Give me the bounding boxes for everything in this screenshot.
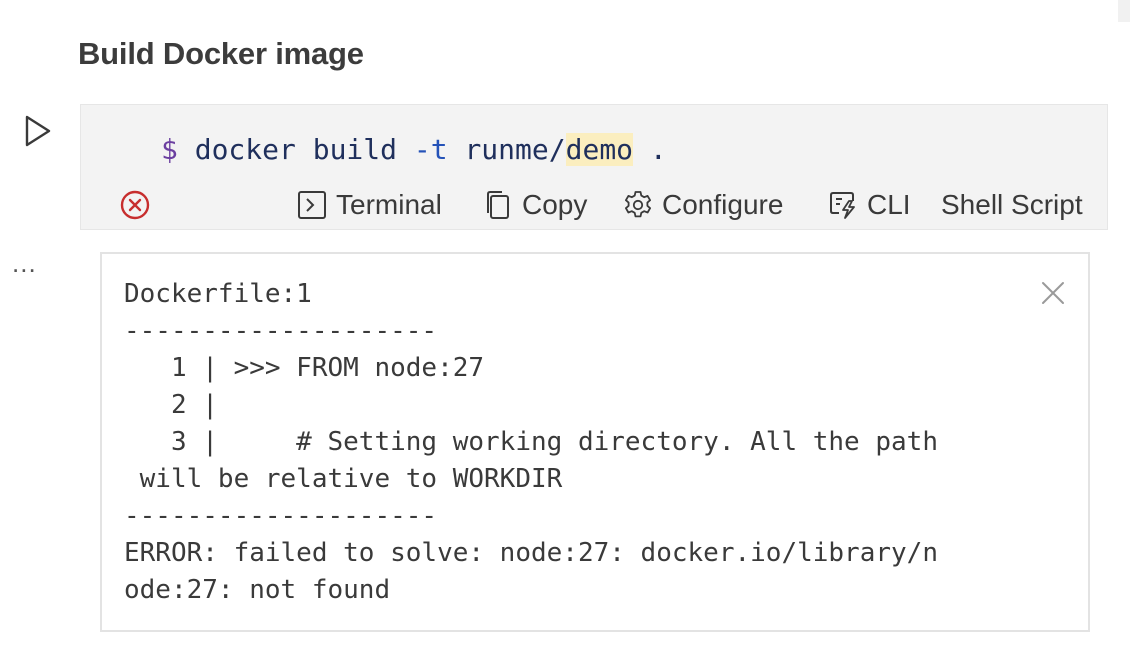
- cli-label: CLI: [867, 189, 911, 220]
- close-output-button[interactable]: [1040, 280, 1066, 306]
- play-icon: [25, 115, 51, 147]
- language-selector[interactable]: Shell Script: [941, 183, 1083, 227]
- code-line[interactable]: $ docker build -t runme/demo .: [161, 130, 667, 170]
- output-line: --------------------: [124, 316, 438, 346]
- command-flag: -t: [413, 133, 448, 166]
- command-text-end: .: [633, 133, 667, 166]
- copy-button[interactable]: Copy: [482, 183, 587, 227]
- run-cell-button[interactable]: [20, 114, 54, 148]
- language-label: Shell Script: [941, 189, 1083, 220]
- error-status-icon[interactable]: [119, 189, 151, 221]
- code-cell[interactable]: $ docker build -t runme/demo . Terminal …: [80, 104, 1108, 230]
- configure-button[interactable]: Configure: [622, 183, 783, 227]
- output-line: ode:27: not found: [124, 575, 391, 605]
- cli-button[interactable]: CLI: [827, 183, 911, 227]
- output-line: will be relative to WORKDIR: [124, 464, 563, 494]
- output-line: Dockerfile:1: [124, 279, 312, 309]
- terminal-icon: [298, 191, 326, 219]
- close-icon: [1042, 282, 1064, 304]
- command-text: docker build: [177, 133, 414, 166]
- output-line: 1 | >>> FROM node:27: [124, 353, 485, 383]
- output-text: Dockerfile:1 -------------------- 1 | >>…: [124, 276, 1044, 609]
- terminal-label: Terminal: [336, 189, 442, 220]
- cell-output: Dockerfile:1 -------------------- 1 | >>…: [100, 252, 1090, 632]
- cell-toolbar: Terminal Copy Configure CLI: [81, 183, 1107, 227]
- terminal-button[interactable]: Terminal: [296, 183, 442, 227]
- copy-icon: [487, 191, 509, 219]
- cli-lightning-icon: [830, 192, 855, 219]
- output-line: 3 | # Setting working directory. All the…: [124, 427, 938, 457]
- more-actions-button[interactable]: ...: [12, 248, 37, 278]
- command-text-mid: runme/: [447, 133, 566, 166]
- highlighted-word: demo: [565, 133, 634, 166]
- copy-label: Copy: [522, 189, 588, 220]
- circle-x-icon: [120, 190, 150, 220]
- page-title: Build Docker image: [78, 36, 364, 71]
- configure-label: Configure: [662, 189, 784, 220]
- gear-icon: [625, 191, 651, 218]
- scrollbar-track[interactable]: [1118, 0, 1130, 22]
- output-line: --------------------: [124, 501, 438, 531]
- output-line: 2 |: [124, 390, 218, 420]
- output-line: ERROR: failed to solve: node:27: docker.…: [124, 538, 938, 568]
- shell-prompt: $: [161, 133, 178, 166]
